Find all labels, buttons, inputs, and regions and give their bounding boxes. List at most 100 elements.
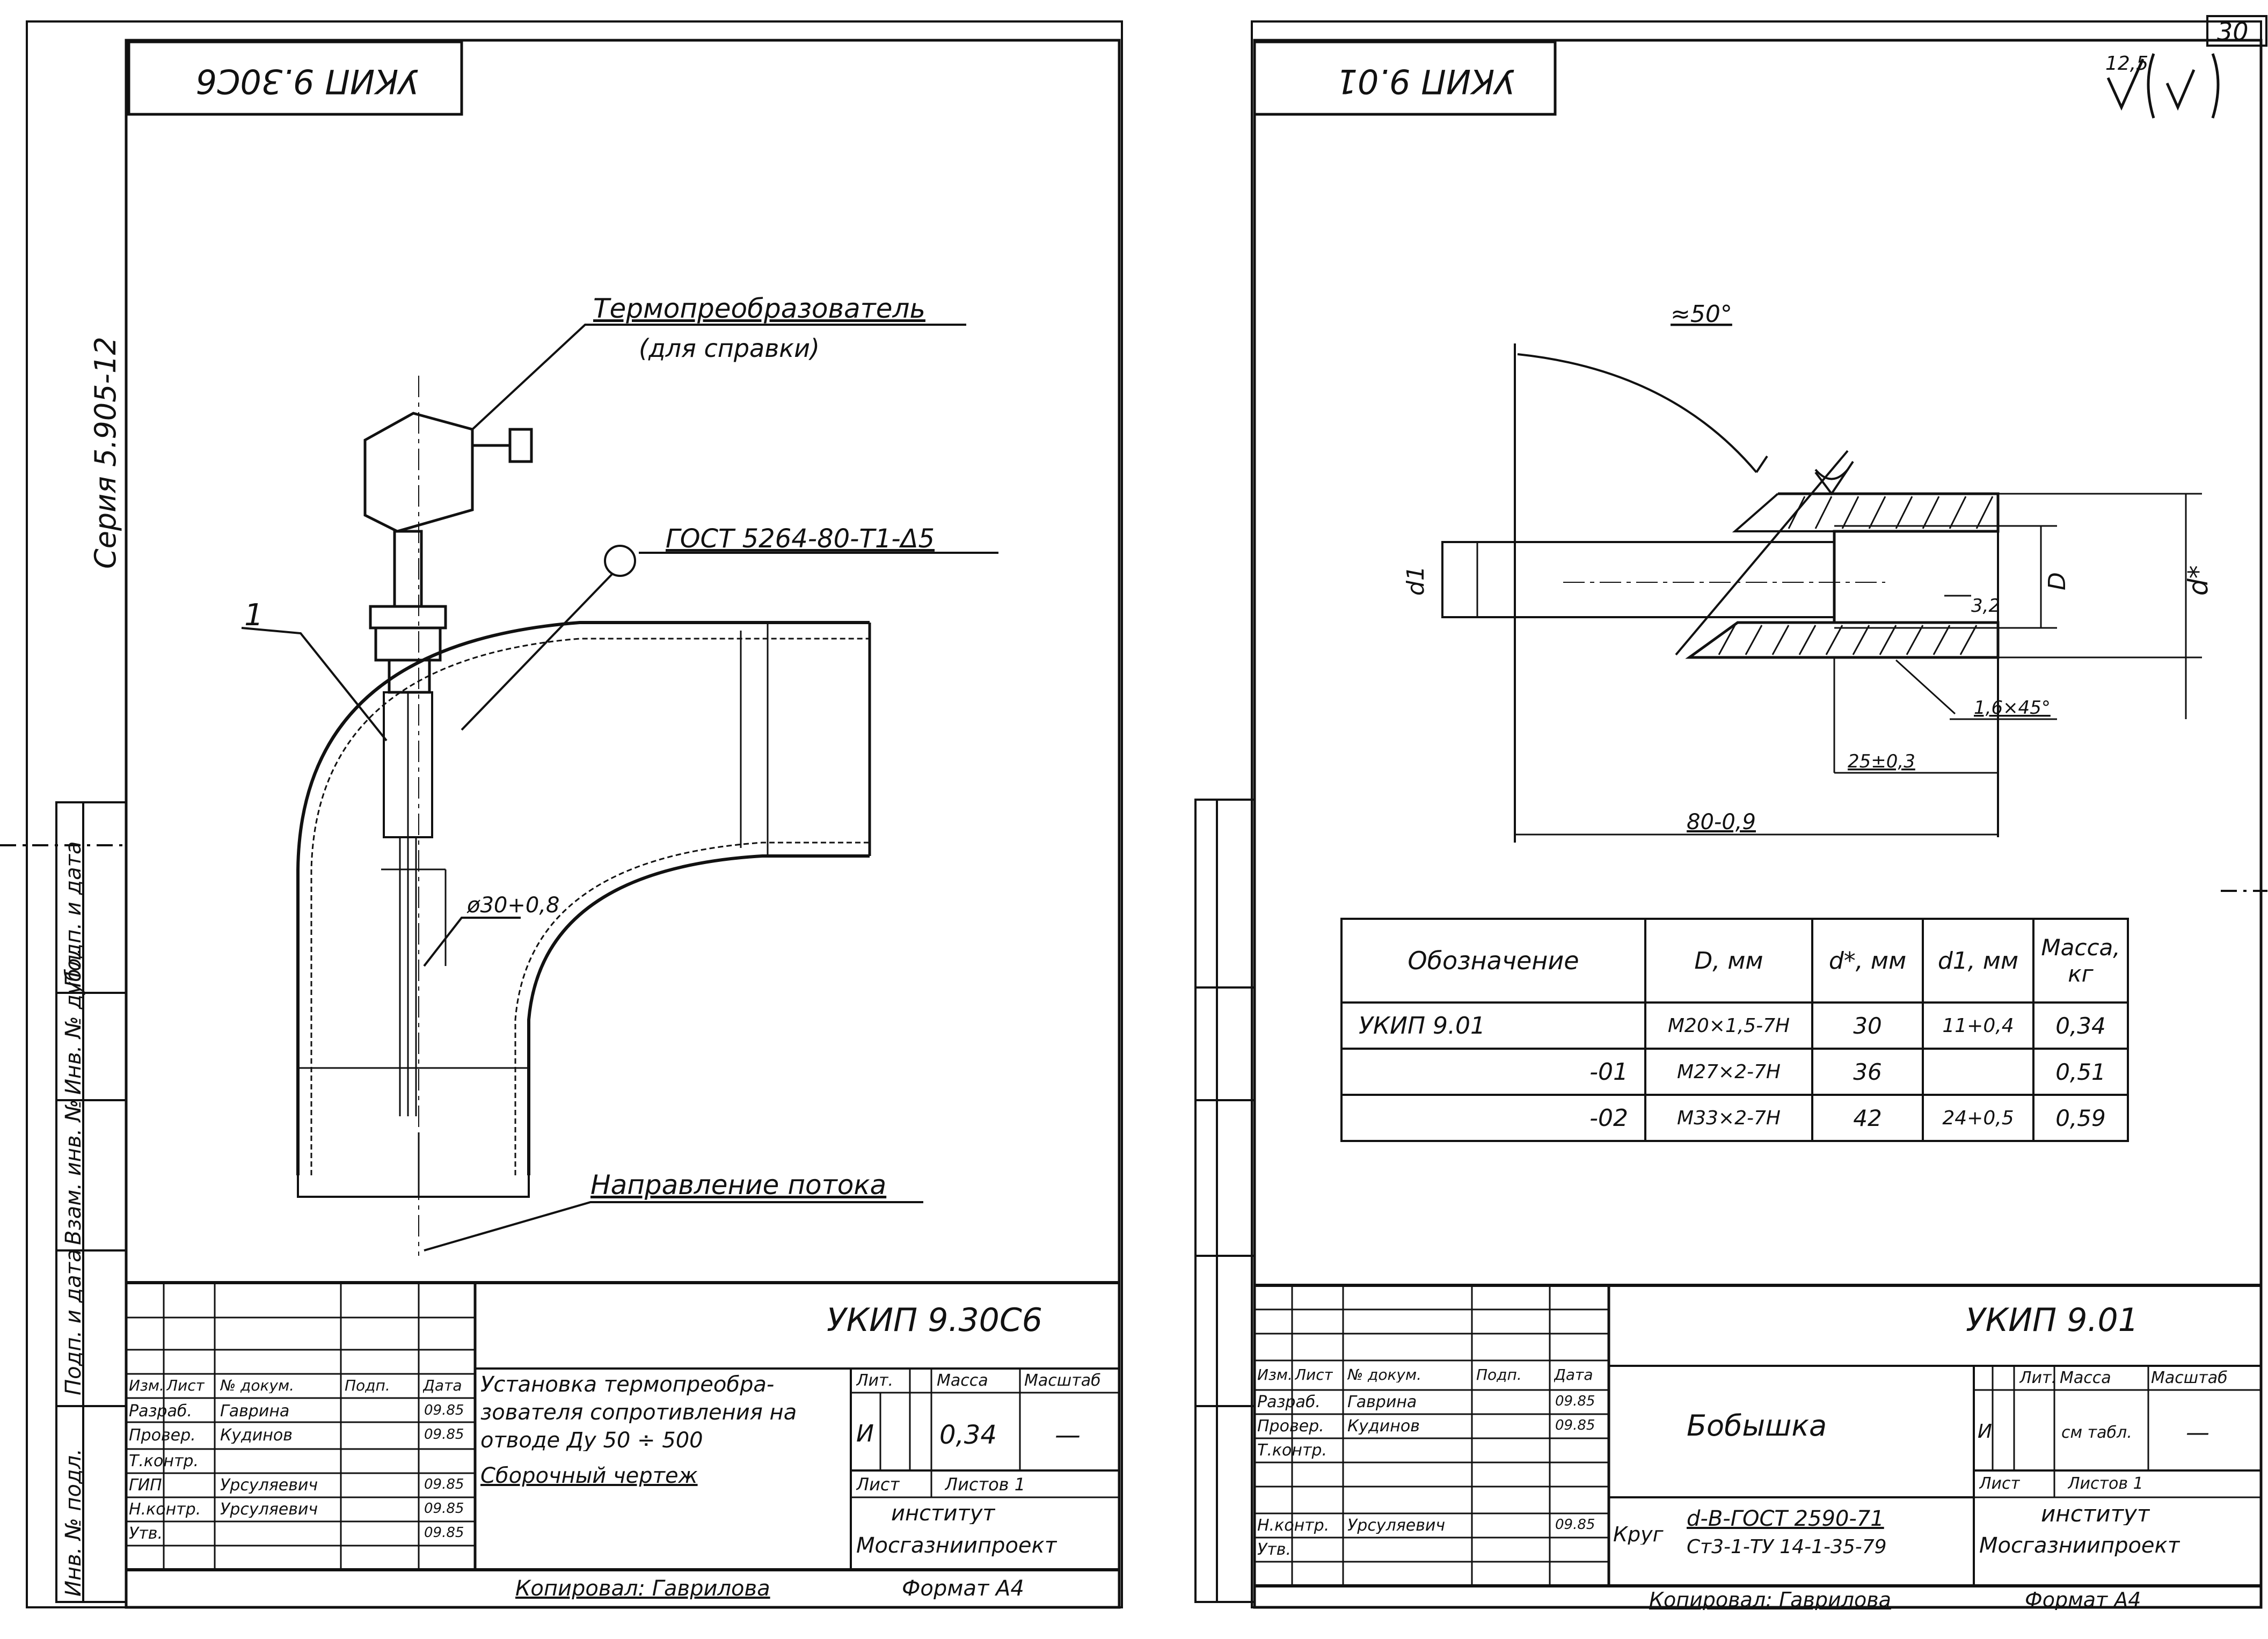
copied-by: Копировал: Гаврилова — [1649, 1590, 1891, 1610]
table-row: УКИП 9.01 М20×1,5-7Н 30 11+0,4 0,34 — [1340, 1001, 2129, 1050]
thermo-sensor — [363, 376, 533, 1256]
material-line-1: d-В-ГОСТ 2590-71 — [1687, 1508, 1884, 1530]
head-date: Дата — [1554, 1367, 1593, 1382]
right-drawing-sheet: 30 УКИП 9.01 12,5 — [1134, 0, 2267, 1639]
row-date: 09.85 — [1555, 1518, 1595, 1532]
scale-label: Масштаб — [2151, 1370, 2228, 1386]
d1-label: d1 — [1402, 566, 1430, 596]
assembly-drawing: УКИП 9.30С6 Серия 5.905-12 Инв. № подл. … — [0, 20, 1123, 1609]
format-label: Формат А4 — [2025, 1590, 2141, 1610]
table-header-cell: D, мм — [1644, 918, 1813, 1004]
top-stamp-text: УКИП 9.01 — [1336, 62, 1515, 101]
roughness-value: 12,5 — [2105, 53, 2148, 75]
row-name: Гаврина — [1347, 1394, 1417, 1410]
angle-dimension: ≈50° — [1671, 301, 1732, 328]
title-line-4: Сборочный чертеж — [480, 1465, 698, 1487]
row-role: Провер. — [1257, 1418, 1324, 1435]
head-sign: Подп. — [1476, 1367, 1522, 1382]
left-drawing-sheet: УКИП 9.30С6 Серия 5.905-12 Инв. № подл. … — [0, 20, 1123, 1609]
inner-frame — [125, 39, 1121, 1609]
org-line-2: Мосгазниипроект — [856, 1535, 1058, 1556]
row-date: 09.85 — [424, 1428, 464, 1442]
table-cell: 42 — [1811, 1094, 1924, 1142]
item-number: 1 — [244, 598, 264, 633]
title-block-grid — [1255, 1284, 2261, 1587]
copied-by: Копировал: Гаврилова — [515, 1578, 770, 1599]
table-cell: М20×1,5-7Н — [1644, 1001, 1813, 1050]
row-name: Кудинов — [220, 1428, 293, 1444]
side-stamp-2: Подп. и дата — [61, 1249, 86, 1395]
head-doc: № докум. — [1347, 1367, 1422, 1382]
table-cell: 0,51 — [2032, 1048, 2129, 1096]
row-role: Утв. — [1257, 1542, 1291, 1558]
sheets-label: Листов 1 — [2068, 1476, 2143, 1492]
lit-label: Лит. — [856, 1373, 894, 1389]
callout-leaders — [241, 324, 998, 1252]
table-cell: 11+0,4 — [1922, 1001, 2034, 1050]
head-izm: Изм. — [1257, 1367, 1293, 1382]
inner-roughness: 3,2 — [1971, 595, 2000, 617]
table-header-cell: Обозначение — [1340, 918, 1646, 1004]
side-stamp-5: Подп. и дата — [61, 842, 86, 987]
table-cell: 0,59 — [2032, 1094, 2129, 1142]
row-role: Т.контр. — [129, 1453, 199, 1469]
table-cell: 36 — [1811, 1048, 1924, 1096]
table-header-cell: Масса, кг — [2032, 918, 2129, 1004]
side-stamp-3: Взам. инв. № — [61, 1099, 86, 1245]
table-cell: -02 — [1340, 1094, 1646, 1142]
titleblock-code: УКИП 9.01 — [1966, 1304, 2139, 1336]
row-date: 09.85 — [1555, 1394, 1595, 1408]
part-title: Бобышка — [1687, 1411, 1827, 1440]
chamfer-dimension: 1,6×45° — [1974, 697, 2051, 719]
row-name: Урсуляевич — [220, 1502, 318, 1518]
d-star-label: d* — [2183, 565, 2214, 596]
table-header-cell: d*, мм — [1811, 918, 1924, 1004]
elbow-pipe — [296, 621, 871, 1198]
variants-table: Обозначение D, мм d*, мм d1, мм Масса, к… — [1340, 918, 2129, 1142]
head-list: Лист — [166, 1378, 205, 1393]
title-line-3: отводе Ду 50 ÷ 500 — [480, 1430, 703, 1451]
row-role: Н.контр. — [129, 1502, 201, 1518]
org-line-1: институт — [2041, 1503, 2150, 1525]
table-cell: М33×2-7Н — [1644, 1094, 1813, 1142]
row-role: Разраб. — [129, 1403, 192, 1420]
top-stamp-box — [127, 40, 463, 116]
sheet-label: Лист — [1979, 1476, 2021, 1492]
title-block-grid — [126, 1281, 1119, 1571]
row-date: 09.85 — [424, 1403, 464, 1417]
titleblock-code: УКИП 9.30С6 — [827, 1304, 1042, 1336]
sensor-callout: Термопреобразователь — [593, 293, 925, 324]
boss-part — [1441, 343, 2202, 843]
org-line-1: институт — [891, 1503, 995, 1524]
mass-value: 0,34 — [939, 1422, 997, 1448]
row-role: Т.контр. — [1257, 1443, 1328, 1459]
table-cell: -01 — [1340, 1048, 1646, 1096]
head-doc: № докум. — [220, 1378, 295, 1393]
head-list: Лист — [1295, 1367, 1333, 1382]
roughness-symbol — [2106, 53, 2220, 119]
scale-value: — — [2186, 1421, 2209, 1445]
table-cell: УКИП 9.01 — [1340, 1001, 1646, 1050]
hatching — [1718, 496, 1994, 655]
head-date: Дата — [423, 1378, 462, 1393]
page-number-box — [2206, 15, 2267, 47]
sheet-label: Лист — [856, 1476, 900, 1493]
row-role: Н.контр. — [1257, 1518, 1330, 1534]
side-stamp-4: Инв. № дубл. — [61, 948, 86, 1095]
side-stamp-1: Инв. № подл. — [61, 1448, 86, 1597]
row-name: Гаврина — [220, 1403, 290, 1420]
material-line-2: Ст3-1-ТУ 14-1-35-79 — [1687, 1538, 1887, 1557]
row-role: Утв. — [129, 1526, 163, 1542]
row-date: 09.85 — [424, 1477, 464, 1491]
table-header-row: Обозначение D, мм d*, мм d1, мм Масса, к… — [1340, 918, 2129, 1004]
scale-value: — — [1055, 1422, 1081, 1448]
hole-dimension: ø30+0,8 — [466, 893, 560, 918]
lit-label: Лит. — [2019, 1370, 2057, 1386]
row-role: Разраб. — [1257, 1394, 1321, 1410]
sheets-label: Листов 1 — [945, 1476, 1026, 1493]
D-label: D — [2044, 572, 2071, 590]
sensor-note: (для справки) — [639, 334, 820, 363]
page-number: 30 — [2217, 17, 2249, 46]
title-line-1: Установка термопреобра- — [480, 1374, 775, 1395]
row-role: Провер. — [129, 1428, 196, 1444]
